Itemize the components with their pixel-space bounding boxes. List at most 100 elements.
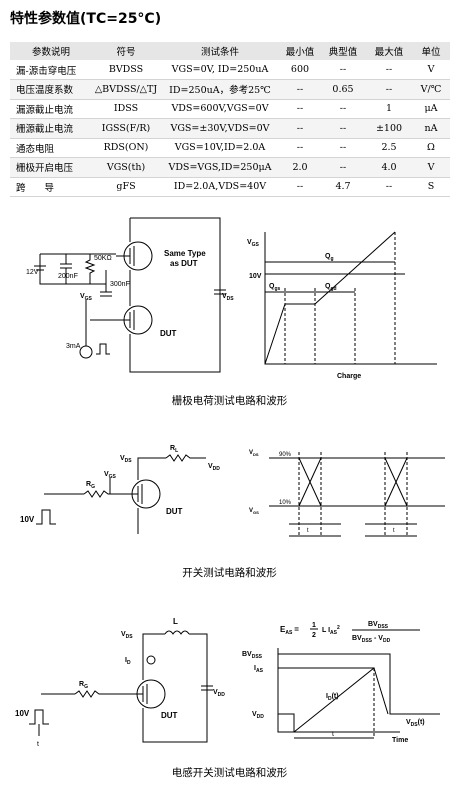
cell: V/℃ [412, 79, 450, 100]
section-title: 特性参数值(TC=25°C) [10, 11, 162, 27]
cell: -- [280, 99, 320, 119]
cell: VDS=600V,VGS=0V [160, 99, 280, 119]
table-row: 栅源截止电流 IGSS(F/R) VGS=±30V,VDS=0V -- -- ±… [10, 118, 450, 139]
cell: -- [320, 138, 366, 158]
cell: △BVDSS/△TJ [92, 79, 160, 100]
cell: V [412, 157, 450, 178]
time-label: Time [392, 737, 408, 744]
ind-dut-label: DUT [161, 711, 178, 720]
cell: VGS(th) [92, 157, 160, 178]
label-vds: VDS [222, 293, 234, 302]
cell: S [412, 177, 450, 197]
col-header: 最大值 [366, 42, 412, 61]
cell: -- [320, 60, 366, 80]
label-as-dut: as DUT [170, 259, 198, 268]
sw-wave-90: 90% [279, 452, 292, 458]
table-row: 电压温度系数 △BVDSS/△TJ ID=250uA，参考25℃ -- 0.65… [10, 79, 450, 100]
label-50k: 50KΩ [94, 255, 112, 262]
inductive-circuit: VDS L ID VDD RG DUT 10V t [15, 617, 225, 748]
tp-label: t [332, 731, 334, 738]
cell: 漏-源击穿电压 [10, 60, 92, 80]
label-vgs: VGS [80, 293, 93, 302]
table-row: 漏源截止电流 IDSS VDS=600V,VGS=0V -- -- 1 μA [10, 99, 450, 119]
eas-one: 1 [312, 622, 316, 629]
wave-charge-label: Charge [337, 373, 361, 380]
cell: gFS [92, 177, 160, 197]
sw-vgs-label: VGS [104, 471, 117, 480]
table-row: 栅极开启电压 VGS(th) VDS=VGS,ID=250μA 2.0 -- 4… [10, 157, 450, 178]
cell: 4.0 [366, 157, 412, 178]
cell: -- [366, 177, 412, 197]
cell: -- [320, 99, 366, 119]
cell: -- [280, 118, 320, 139]
sw-wave-10: 10% [279, 500, 292, 506]
cell: ID=250uA，参考25℃ [160, 79, 280, 100]
gate-charge-waveform: VGS 10V Qg Qgs Qgd Charge [247, 231, 437, 380]
switching-circuit: VDS RL VDD RG VGS DUT 10V [20, 445, 220, 534]
ind-10v-label: 10V [15, 709, 30, 718]
y-bvdss: BVDSS [242, 651, 263, 660]
table-row: 通态电阻 RDS(ON) VGS=10V,ID=2.0A -- -- 2.5 Ω [10, 138, 450, 158]
sw-wave-t2: t [393, 528, 395, 534]
cell: -- [366, 79, 412, 100]
eas-l-ias: L IAS2 [322, 625, 340, 636]
inductive-waveform: EAS= 1 2 L IAS2 BVDSS BVDSS- VDD BVDSS I… [242, 621, 440, 744]
cell: 栅源截止电流 [10, 118, 92, 139]
sw-rl-label: RL [170, 445, 178, 454]
ind-vdd-label: VDD [213, 689, 225, 698]
label-12v: 12V [26, 269, 39, 276]
ind-id-label: ID [125, 657, 131, 666]
sw-vdd-label: VDD [208, 463, 220, 472]
cell: -- [366, 60, 412, 80]
label-300nf: 300nF [110, 281, 130, 288]
wave-10v-label: 10V [249, 273, 262, 280]
cell: 600 [280, 60, 320, 80]
cell: 栅极开启电压 [10, 157, 92, 178]
id-t-label: ID(t) [326, 693, 339, 702]
label-3ma: 3mA [66, 343, 81, 350]
label-dut: DUT [160, 329, 177, 338]
cell: VGS=±30V,VDS=0V [160, 118, 280, 139]
label-same-type: Same Type [164, 249, 206, 258]
cell: 跨 导 [10, 177, 92, 197]
switching-waveform: VDS 90% 10% VGS t t [249, 450, 445, 537]
cell: 漏源截止电流 [10, 99, 92, 119]
cell: 4.7 [320, 177, 366, 197]
wave-vgs-label: VGS [247, 239, 260, 248]
eas-bvdss-num: BVDSS [368, 621, 389, 630]
cell: ±100 [366, 118, 412, 139]
col-header: 符号 [92, 42, 160, 61]
cell: nA [412, 118, 450, 139]
ind-vds-label: VDS [121, 631, 133, 640]
cell: 电压温度系数 [10, 79, 92, 100]
fig2-caption: 开关测试电路和波形 [182, 567, 277, 579]
wave-qg-label: Qg [325, 253, 334, 262]
eas-two: 2 [312, 632, 316, 639]
col-header: 典型值 [320, 42, 366, 61]
ind-tp-label: t [37, 741, 39, 748]
cell: 2.5 [366, 138, 412, 158]
y-vdd: VDD [252, 711, 264, 720]
sw-10v-label: 10V [20, 515, 35, 524]
eas-formula: EAS= [280, 625, 299, 636]
cell: VDS=VGS,ID=250μA [160, 157, 280, 178]
cell: IDSS [92, 99, 160, 119]
sw-rg-label: RG [86, 481, 95, 490]
cell: V [412, 60, 450, 80]
sw-dut-label: DUT [166, 507, 183, 516]
label-200nf: 200nF [58, 273, 78, 280]
sw-wave-t1: t [307, 528, 309, 534]
sw-wave-vds: VDS [249, 450, 259, 457]
eas-bvdss-den: BVDSS- VDD [352, 635, 391, 644]
cell: 0.65 [320, 79, 366, 100]
table-row: 跨 导 gFS ID=2.0A,VDS=40V -- 4.7 -- S [10, 177, 450, 197]
cell: -- [320, 118, 366, 139]
ind-l-label: L [173, 617, 178, 626]
sw-vds-label: VDS [120, 455, 132, 464]
vds-t-label: VDS(t) [406, 719, 425, 728]
col-header: 参数说明 [10, 42, 92, 61]
fig3-caption: 电感开关测试电路和波形 [171, 767, 288, 779]
cell: -- [280, 177, 320, 197]
table-row: 漏-源击穿电压 BVDSS VGS=0V, ID=250uA 600 -- --… [10, 60, 450, 80]
cell: -- [280, 138, 320, 158]
